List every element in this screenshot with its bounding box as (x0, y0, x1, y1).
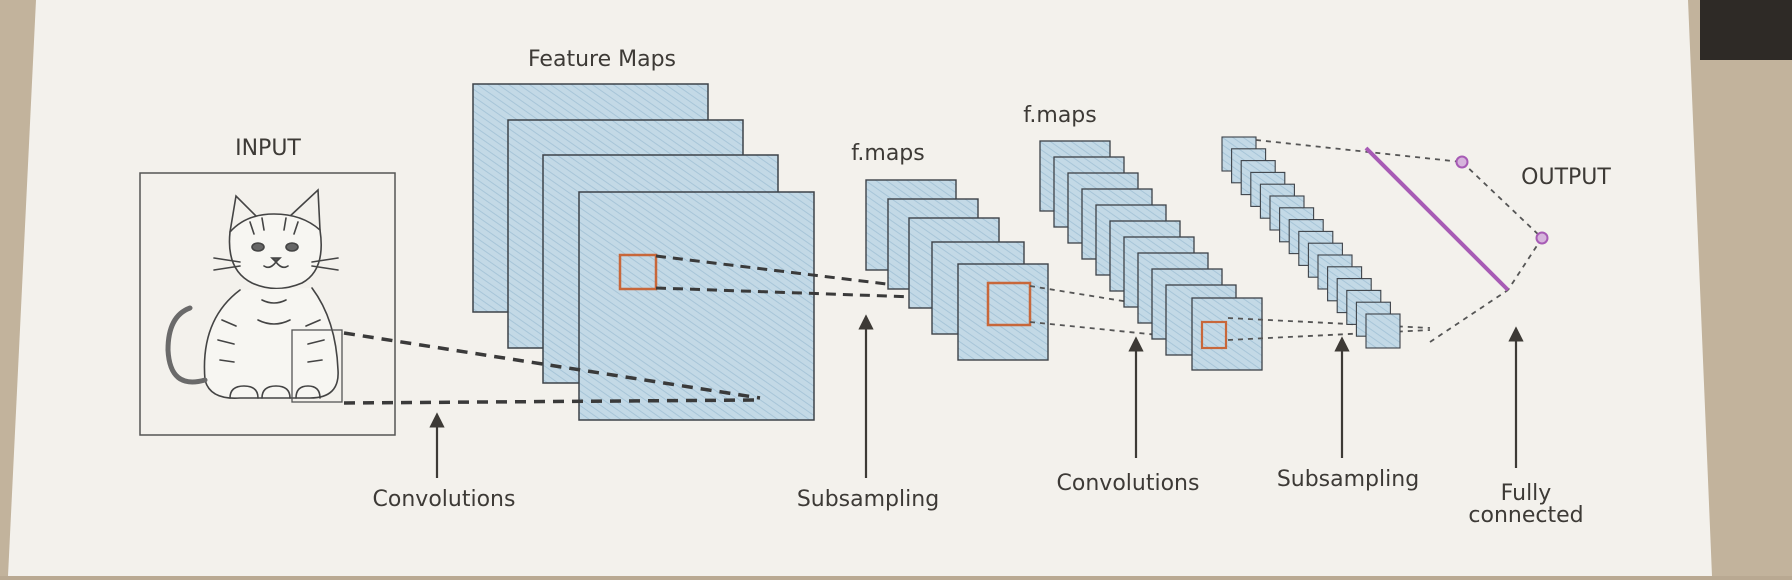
fmaps-stack-1 (865, 179, 1049, 361)
feature-maps-label: Feature Maps (528, 47, 676, 72)
subsampled-tile-16 (1365, 313, 1401, 349)
input-label: INPUT (235, 136, 301, 161)
label-subsampling-2: Subsampling (1277, 467, 1419, 492)
fmaps-stack-2 (1039, 140, 1263, 371)
fmap-highlight-1 (986, 281, 1032, 327)
label-fully: Fully (1501, 481, 1552, 506)
fmap-highlight-2 (1200, 320, 1228, 350)
subsampled-stack (1221, 136, 1401, 349)
label-connected: connected (1468, 503, 1583, 528)
input-connectors (343, 331, 761, 405)
fmap-small-5 (957, 263, 1049, 361)
output-connectors (1255, 139, 1543, 343)
fmaps-label-1: f.maps (851, 141, 924, 166)
feature-maps-stack (472, 83, 815, 421)
feature-map-4 (578, 191, 815, 421)
feature-map-highlight (618, 253, 658, 291)
output-node-icon (1455, 155, 1469, 169)
label-convolutions-2: Convolutions (1057, 471, 1200, 496)
corner-shadow (1700, 0, 1792, 60)
fmaps-label-2: f.maps (1023, 103, 1096, 128)
input-frame (139, 172, 396, 436)
fmap-connectors-3 (1227, 317, 1431, 341)
label-convolutions-1: Convolutions (373, 487, 516, 512)
output-node-icon (1535, 231, 1549, 245)
cat-sketch-icon (165, 188, 339, 399)
stage-arrows (429, 314, 1524, 478)
label-subsampling-1: Subsampling (797, 487, 939, 512)
output-label: OUTPUT (1521, 165, 1611, 190)
fully-connected-line (1364, 146, 1510, 292)
input-receptive-field (291, 329, 343, 403)
